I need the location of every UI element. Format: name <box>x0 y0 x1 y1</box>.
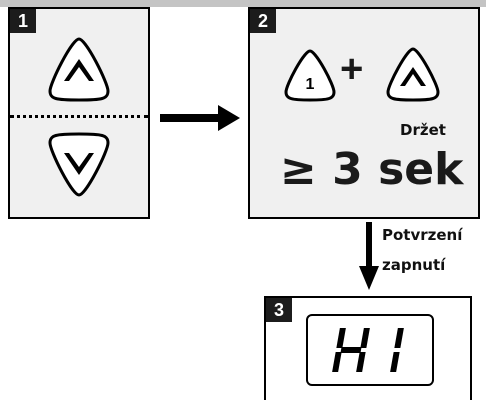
confirm-label-line1: Potvrzení <box>382 226 463 244</box>
step-3-badge: 3 <box>266 298 292 322</box>
lcd-display-text <box>332 328 404 372</box>
button-1-icon[interactable]: 1 <box>282 47 338 103</box>
up-button-icon-2[interactable] <box>384 45 442 103</box>
top-bar <box>0 0 486 7</box>
confirm-label-line2: zapnutí <box>382 256 446 274</box>
down-button-icon[interactable] <box>44 131 114 199</box>
separator-line <box>10 115 148 118</box>
up-button-icon[interactable] <box>44 35 114 103</box>
step-1-panel: 1 <box>8 7 150 219</box>
button-1-label: 1 <box>306 76 315 93</box>
right-arrow-icon <box>160 105 240 131</box>
step-2-badge: 2 <box>250 9 276 33</box>
plus-sign: + <box>340 47 364 91</box>
step-1-badge: 1 <box>10 9 36 33</box>
duration-label: ≥ 3 sek <box>280 144 464 195</box>
down-pointer-arrow-icon <box>359 222 379 290</box>
hold-label: Držet <box>400 121 446 139</box>
step-2-panel: 2 1 + Držet ≥ 3 sek <box>248 7 480 219</box>
step-3-panel: 3 H1 <box>264 296 472 400</box>
lcd-display-value: H1 <box>432 316 433 317</box>
lcd-display: H1 <box>306 314 434 386</box>
